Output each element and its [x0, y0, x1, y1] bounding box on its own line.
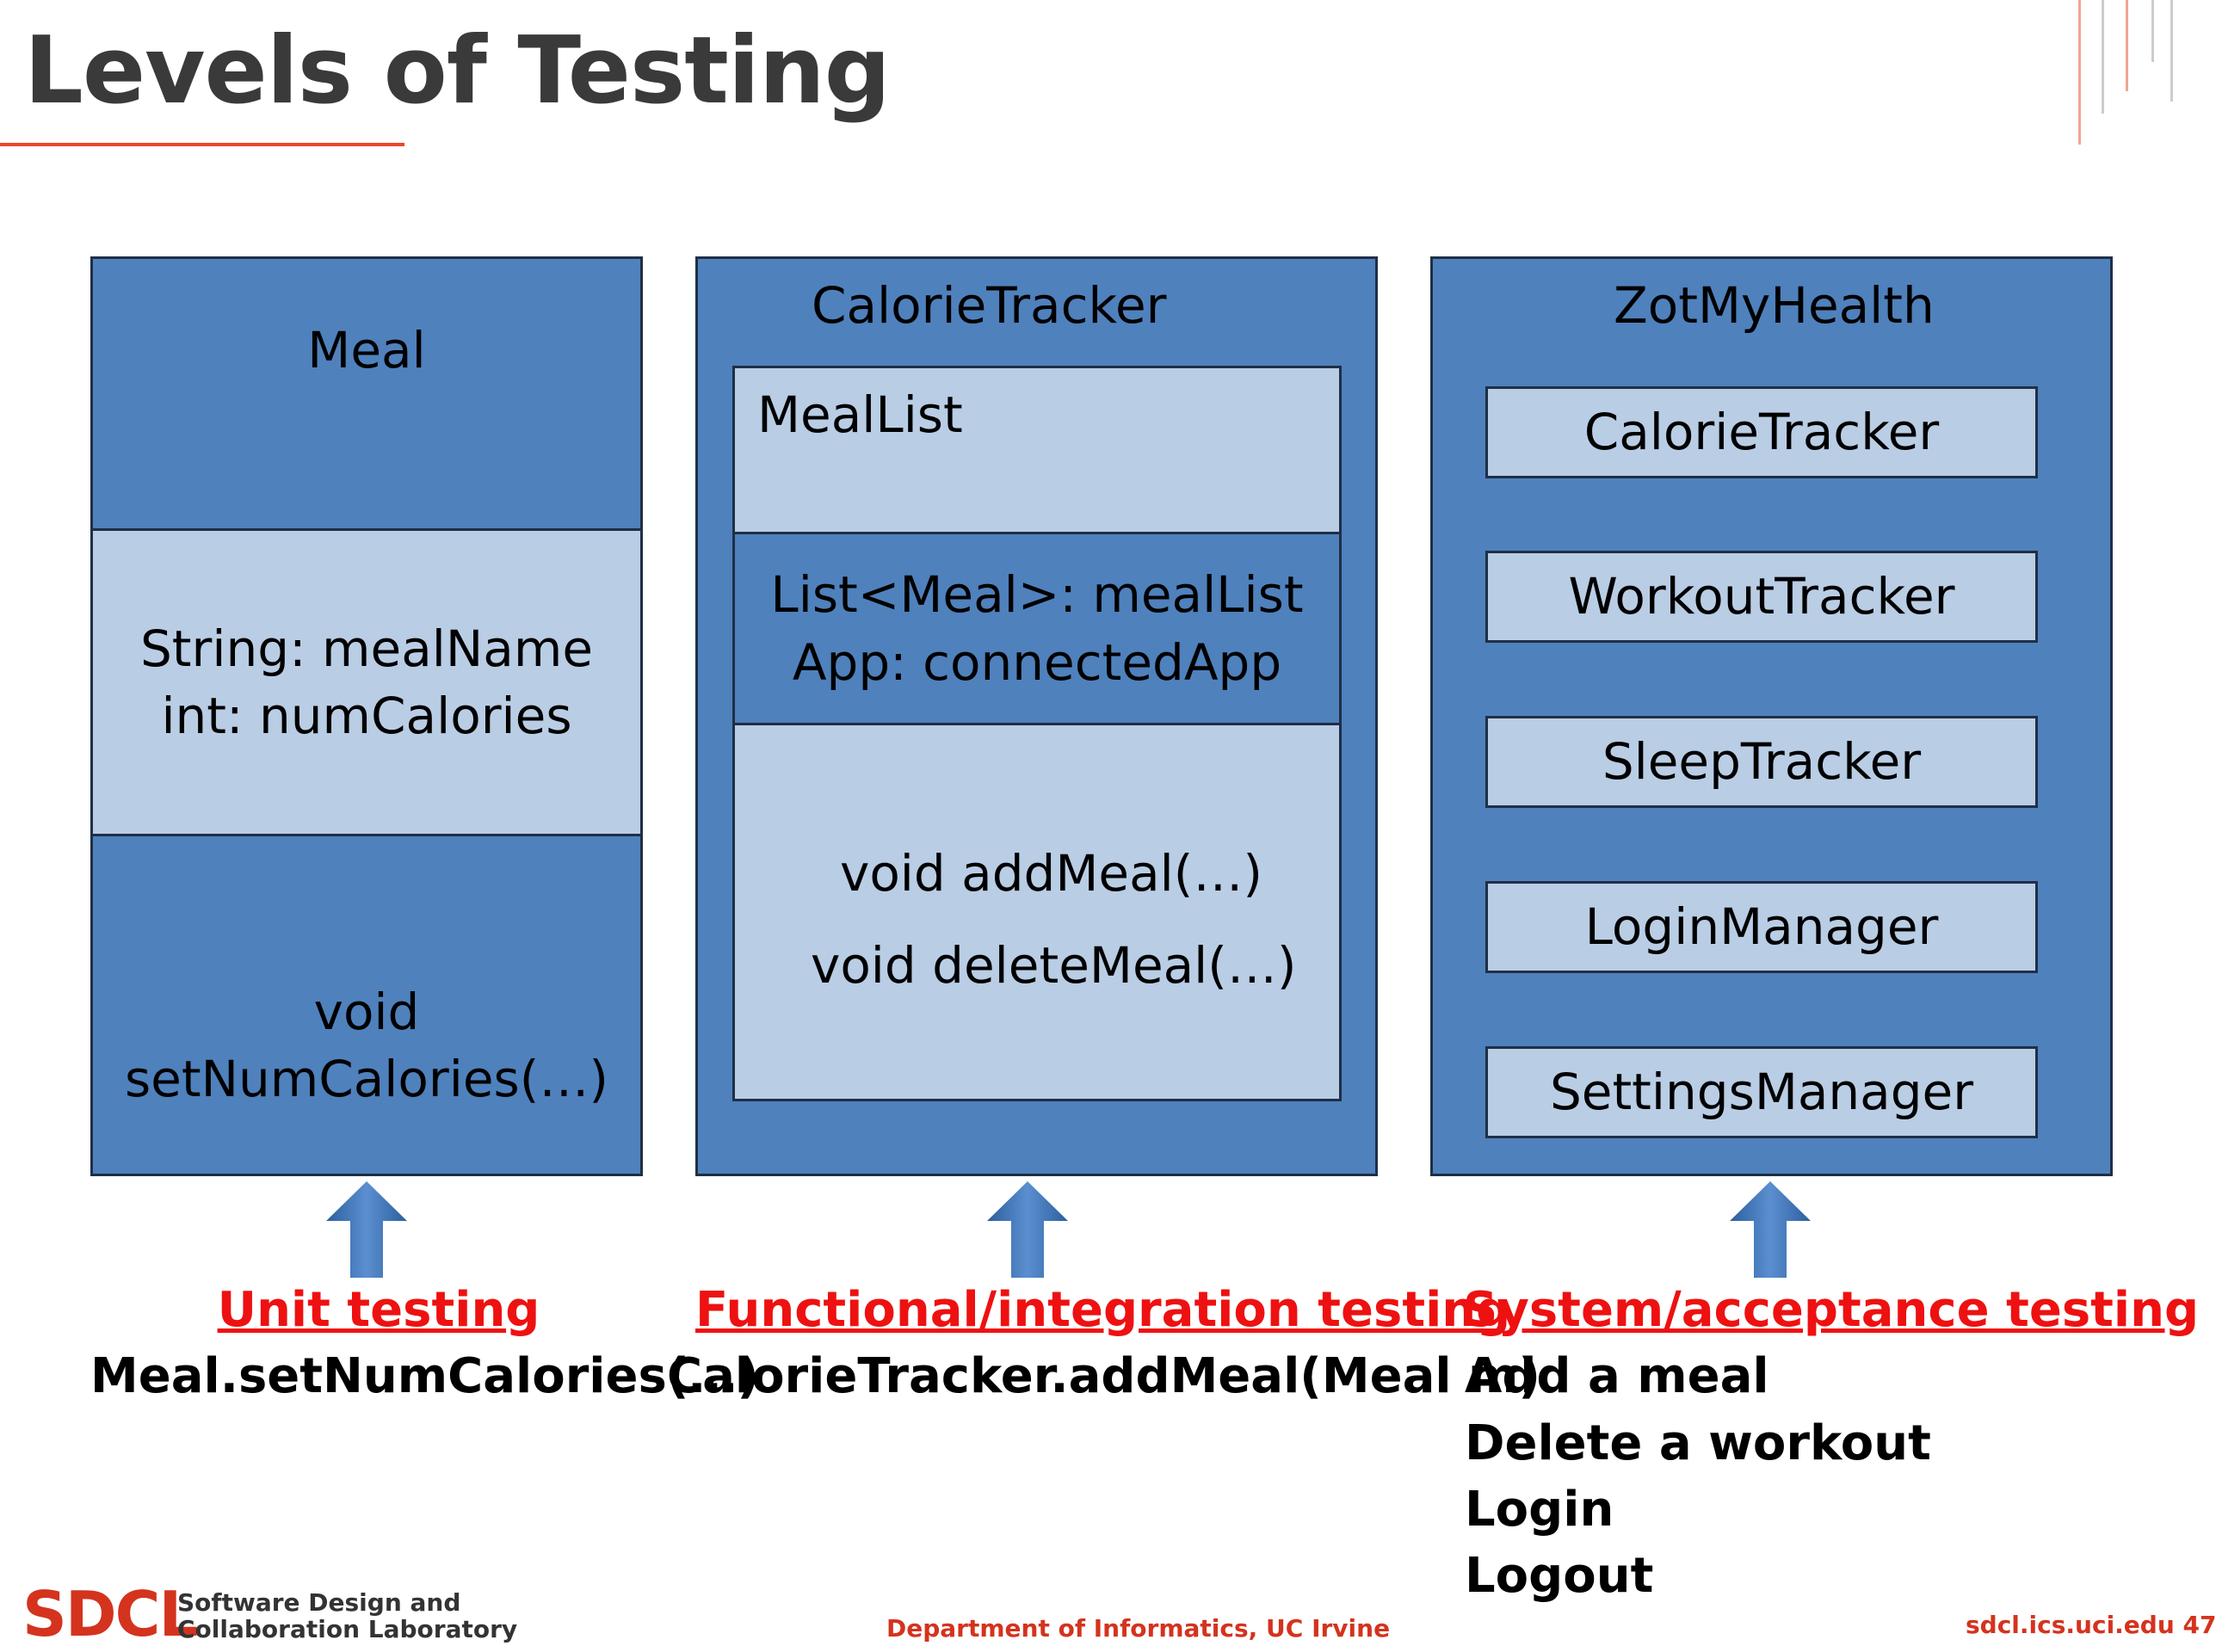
- decor-line: [2126, 0, 2128, 91]
- meal-class-methods: void setNumCalories(…): [90, 834, 643, 1176]
- title-underline: [0, 143, 404, 146]
- meallist-name-text: MealList: [757, 385, 963, 444]
- meal-methods-text: void setNumCalories(…): [124, 983, 609, 1109]
- calorie-tracker-title: CalorieTracker: [812, 276, 1167, 335]
- zotmyhealth-title: ZotMyHealth: [1614, 276, 1935, 335]
- component-calorie-tracker: CalorieTracker: [1485, 386, 2038, 478]
- lab-name: Software Design and Collaboration Labora…: [177, 1588, 518, 1643]
- up-arrow-icon: [1730, 1181, 1811, 1278]
- add-meal-method: void addMeal(…): [840, 844, 1262, 903]
- system-testing-label: System/acceptance testing: [1463, 1282, 2200, 1338]
- delete-meal-method: void deleteMeal(…): [811, 936, 1297, 995]
- integration-testing-example: CalorieTracker.addMeal(Meal m): [667, 1348, 1540, 1404]
- meallist-attributes-text: List<Meal>: mealList App: connectedApp: [770, 565, 1304, 692]
- meallist-methods: void addMeal(…) void deleteMeal(…): [732, 723, 1342, 1101]
- page-title: Levels of Testing: [24, 17, 891, 125]
- meal-class-name: Meal: [90, 256, 643, 531]
- meal-class-attributes: String: mealName int: numCalories: [90, 528, 643, 836]
- decor-line: [2151, 0, 2154, 62]
- decor-line: [2102, 0, 2104, 114]
- component-workout-tracker: WorkoutTracker: [1485, 551, 2038, 643]
- system-example-logout: Logout: [1465, 1548, 1654, 1604]
- component-sleep-tracker: SleepTracker: [1485, 716, 2038, 808]
- up-arrow-icon: [326, 1181, 407, 1278]
- system-example-add-meal: Add a meal: [1465, 1348, 1769, 1404]
- component-settings-manager: SettingsManager: [1485, 1046, 2038, 1138]
- department-footer: Department of Informatics, UC Irvine: [886, 1614, 1391, 1643]
- unit-testing-label: Unit testing: [217, 1282, 540, 1338]
- system-example-delete-workout: Delete a workout: [1465, 1415, 1931, 1471]
- system-example-login: Login: [1465, 1482, 1614, 1538]
- unit-testing-example: Meal.setNumCalories(…): [90, 1348, 759, 1404]
- site-url-page-number: sdcl.ics.uci.edu 47: [1966, 1611, 2216, 1639]
- meallist-attributes: List<Meal>: mealList App: connectedApp: [732, 532, 1342, 725]
- meallist-class-name: MealList: [732, 366, 1342, 534]
- integration-testing-label: Functional/integration testing: [695, 1282, 1511, 1338]
- decor-line: [2078, 0, 2081, 145]
- meal-class-name-text: Meal: [307, 321, 426, 380]
- decor-line: [2170, 0, 2173, 102]
- component-login-manager: LoginManager: [1485, 881, 2038, 973]
- meal-attributes-text: String: mealName int: numCalories: [139, 619, 594, 745]
- up-arrow-icon: [987, 1181, 1068, 1278]
- sdcl-logo: SDCL: [22, 1578, 198, 1650]
